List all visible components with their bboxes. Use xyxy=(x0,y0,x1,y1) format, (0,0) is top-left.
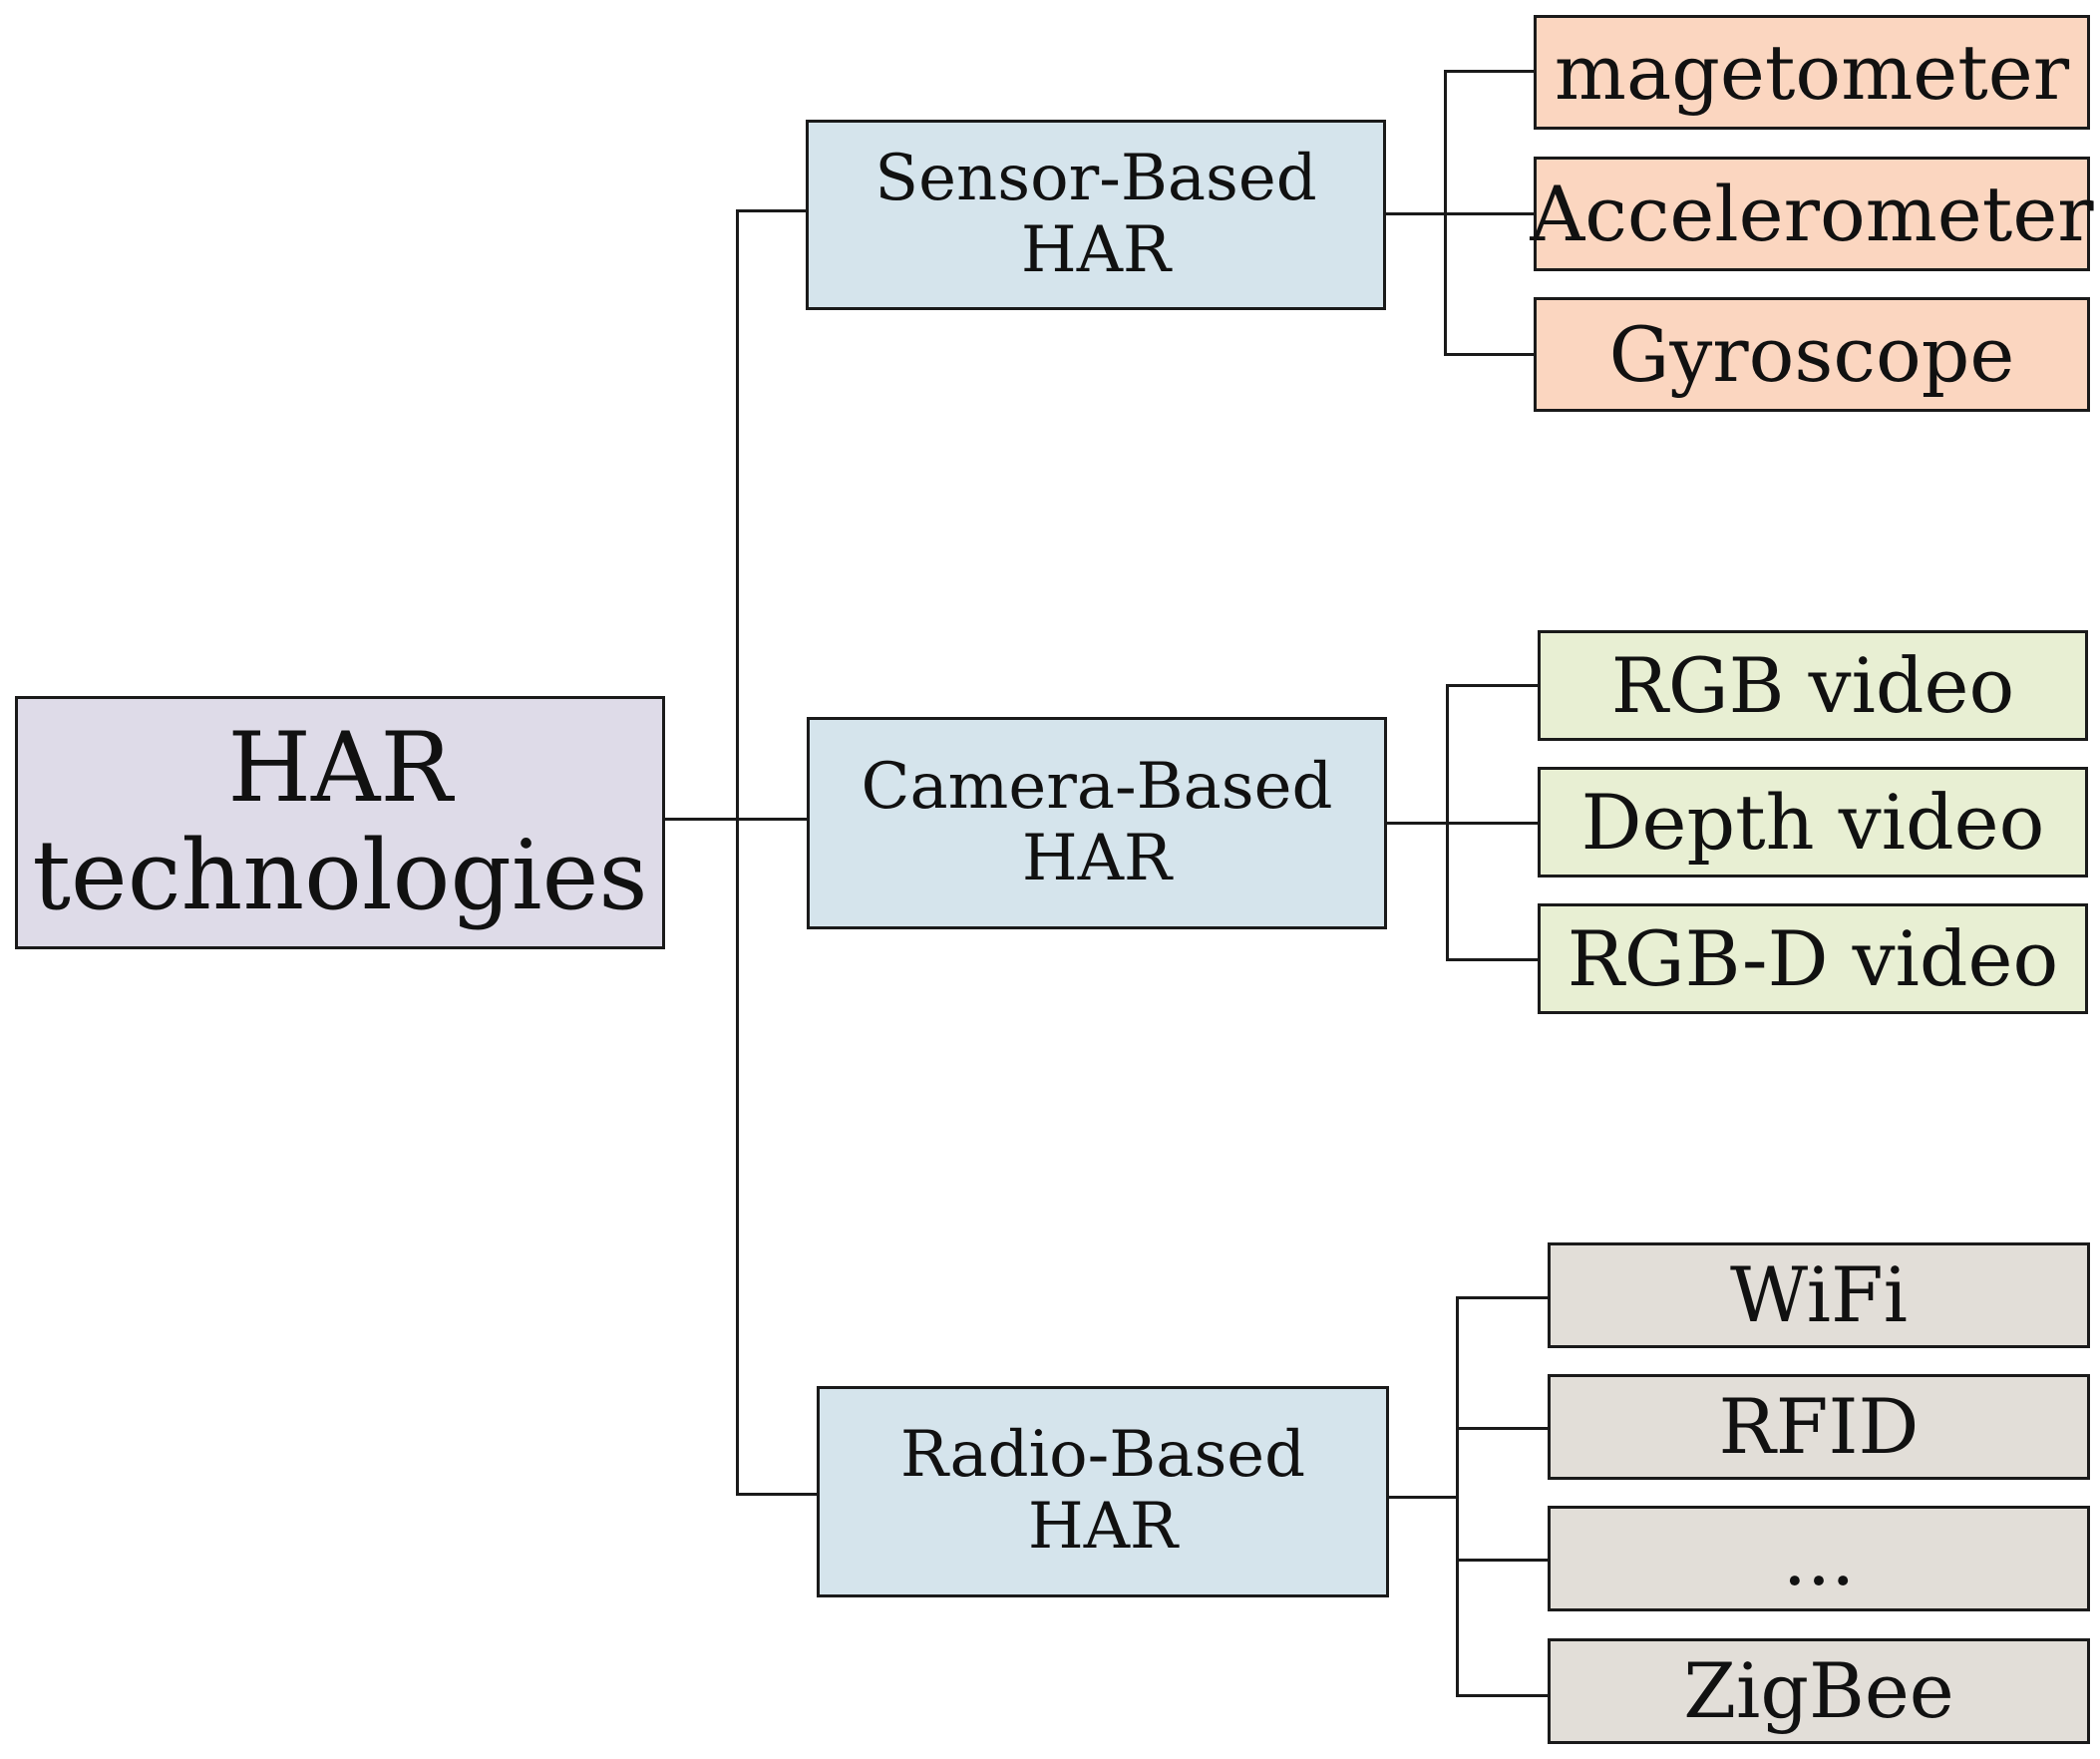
trunk-to-radio xyxy=(736,1493,818,1496)
branch-radio-line1: Radio-Based xyxy=(899,1418,1306,1493)
leaf-gyroscope: Gyroscope xyxy=(1534,297,2090,412)
branch-radio-line2: HAR xyxy=(1027,1490,1179,1564)
radio-connector xyxy=(1388,1496,1458,1499)
radio-bracket xyxy=(1456,1296,1459,1697)
sensor-tick-3 xyxy=(1444,353,1536,356)
sensor-connector xyxy=(1384,212,1536,215)
leaf-zigbee: ZigBee xyxy=(1548,1638,2090,1744)
leaf-magetometer: magetometer xyxy=(1534,15,2090,130)
trunk-to-sensor xyxy=(736,209,808,212)
root-label-line2: technologies xyxy=(32,820,648,931)
root-label-line1: HAR xyxy=(227,712,453,825)
branch-camera-line2: HAR xyxy=(1021,821,1173,895)
radio-tick-4 xyxy=(1456,1694,1551,1697)
trunk-vertical xyxy=(736,209,739,1496)
camera-tick-1 xyxy=(1446,684,1540,687)
sensor-bracket xyxy=(1444,70,1447,356)
branch-sensor-line2: HAR xyxy=(1020,212,1172,287)
radio-tick-3 xyxy=(1456,1559,1551,1562)
leaf-ellipsis: ... xyxy=(1548,1506,2090,1611)
leaf-wifi: WiFi xyxy=(1548,1242,2090,1348)
radio-tick-2 xyxy=(1456,1427,1551,1430)
branch-sensor: Sensor-Based HAR xyxy=(806,120,1386,310)
radio-tick-1 xyxy=(1456,1296,1551,1299)
root-node: HAR technologies xyxy=(15,696,665,949)
camera-bracket xyxy=(1446,684,1449,961)
root-connector xyxy=(663,818,738,821)
branch-sensor-line1: Sensor-Based xyxy=(875,141,1317,215)
leaf-rfid: RFID xyxy=(1548,1374,2090,1480)
leaf-depth-video: Depth video xyxy=(1538,767,2088,878)
leaf-rgb-video: RGB video xyxy=(1538,630,2088,741)
branch-camera: Camera-Based HAR xyxy=(807,717,1387,929)
branch-camera-line1: Camera-Based xyxy=(861,749,1333,824)
camera-connector xyxy=(1386,822,1540,825)
branch-radio: Radio-Based HAR xyxy=(817,1386,1389,1597)
camera-tick-3 xyxy=(1446,958,1540,961)
leaf-accelerometer: Accelerometer xyxy=(1530,157,2094,271)
trunk-to-camera xyxy=(736,818,808,821)
leaf-rgb-d-video: RGB-D video xyxy=(1538,903,2088,1014)
sensor-tick-1 xyxy=(1444,70,1536,73)
